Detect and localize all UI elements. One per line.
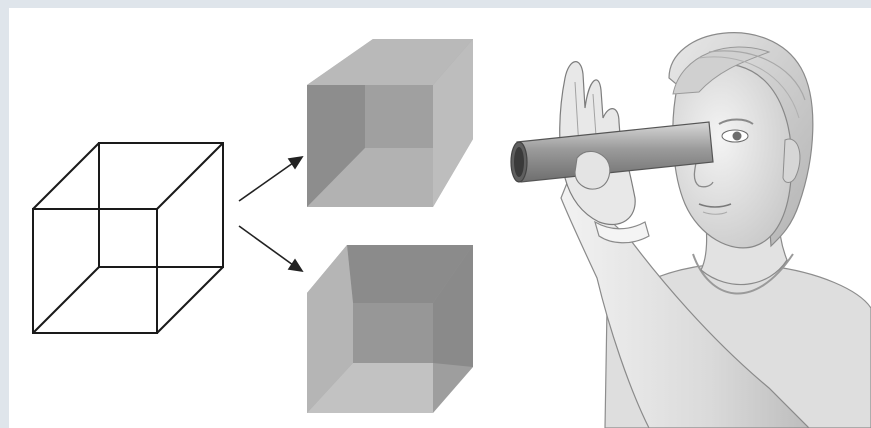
shaded-cube-top — [307, 39, 473, 207]
shaded-cube-bottom — [307, 245, 473, 413]
cube-left-face — [307, 245, 353, 413]
thumb — [574, 150, 611, 190]
cube-bottom-face — [307, 363, 433, 413]
necker-cube — [32, 142, 224, 334]
collar — [692, 253, 794, 295]
arrow-to-top-cube — [238, 155, 304, 202]
arrow-to-bottom-cube — [238, 225, 304, 273]
woman-with-tube — [510, 32, 871, 428]
mouth — [698, 203, 732, 208]
face — [672, 63, 793, 249]
illustration-svg — [32, 32, 871, 428]
cube-back-face — [347, 245, 473, 303]
cube-right-face — [433, 39, 473, 207]
cube-front-face — [32, 208, 158, 334]
cube-top-face — [307, 39, 473, 85]
cube-back-face — [98, 142, 224, 268]
wristband — [594, 220, 650, 244]
eyebrow — [718, 118, 754, 125]
figure-canvas — [9, 8, 871, 428]
